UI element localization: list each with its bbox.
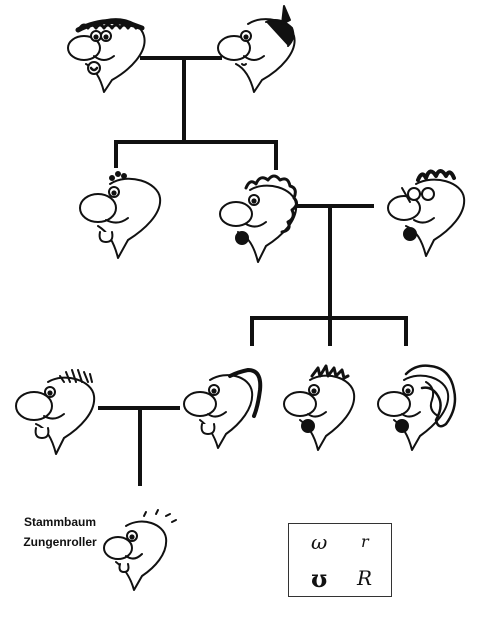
legend-box: ω r ʊ R [288, 523, 392, 597]
person-daughter-ponytail [183, 368, 263, 449]
legend-symbol-rolled-tongue-filled: ʊ [311, 564, 328, 593]
person-grandmother [217, 5, 296, 93]
chart-caption: Stammbaum Zungenroller [6, 512, 114, 552]
person-grandfather [67, 18, 146, 93]
pedigree-lines [98, 56, 408, 486]
caption-line-2: Zungenroller [23, 535, 97, 549]
person-mother [219, 174, 299, 263]
person-father [387, 169, 466, 257]
person-daughter-curly [377, 364, 457, 451]
legend-symbol-r-lower: r [361, 532, 369, 551]
person-aunt [79, 171, 162, 259]
legend-symbol-r-upper: R [357, 566, 373, 590]
person-child [103, 509, 177, 591]
person-son-spiky [283, 364, 356, 451]
legend-symbol-rolled-tongue: ω [311, 530, 328, 554]
person-husband [15, 369, 96, 455]
caption-line-1: Stammbaum [23, 515, 97, 529]
